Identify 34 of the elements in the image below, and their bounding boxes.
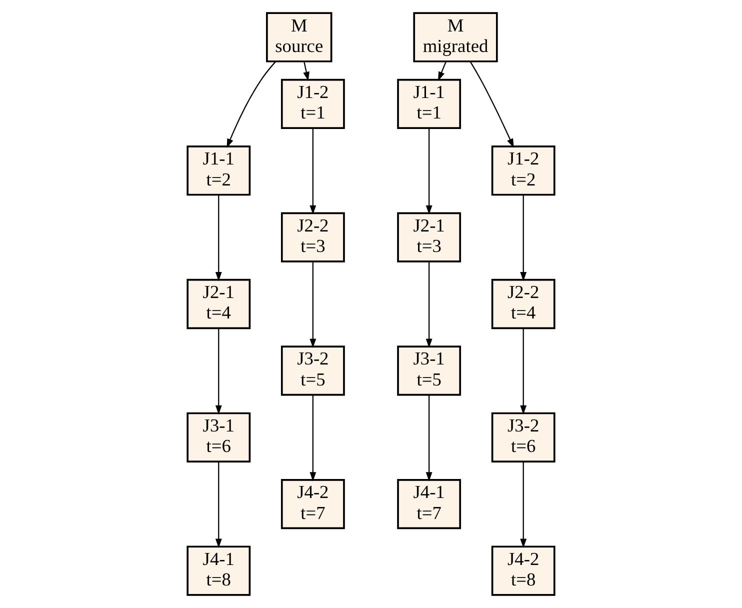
node-box: J4-2 t=8	[491, 546, 556, 596]
arrow	[215, 328, 222, 415]
arrow	[426, 128, 432, 215]
arrow	[520, 462, 527, 548]
arrow	[426, 262, 432, 348]
node-box: J2-2 t=4	[491, 278, 556, 330]
arrow	[520, 328, 527, 415]
arrow	[303, 62, 310, 82]
node-box: J1-2 t=2	[491, 146, 556, 196]
arrow	[215, 462, 222, 548]
node-box: J2-1 t=3	[397, 212, 462, 262]
node-box: J4-1 t=7	[397, 479, 462, 530]
arrow	[310, 128, 316, 215]
node-box: J1-1 t=2	[186, 146, 251, 196]
node-box: J3-2 t=5	[280, 346, 345, 396]
arrow	[438, 61, 446, 81]
node-box: M source	[266, 12, 332, 62]
node-box: J4-2 t=7	[280, 479, 345, 530]
node-box: J2-2 t=3	[280, 212, 345, 262]
node-box: J2-1 t=4	[186, 278, 251, 330]
arrow	[470, 61, 514, 148]
node-box: J1-2 t=1	[280, 78, 345, 129]
node-box: J1-1 t=1	[397, 78, 462, 129]
node-box: J3-2 t=6	[491, 412, 556, 462]
node-box: J3-1 t=5	[397, 346, 462, 396]
arrow	[215, 194, 222, 282]
arrow	[426, 394, 432, 482]
arrow	[520, 194, 527, 282]
arrow	[310, 262, 316, 348]
arrow	[226, 61, 276, 148]
node-box: M migrated	[413, 12, 498, 62]
arrow	[310, 394, 316, 482]
node-box: J4-1 t=8	[186, 546, 251, 596]
node-box: J3-1 t=6	[186, 412, 251, 462]
